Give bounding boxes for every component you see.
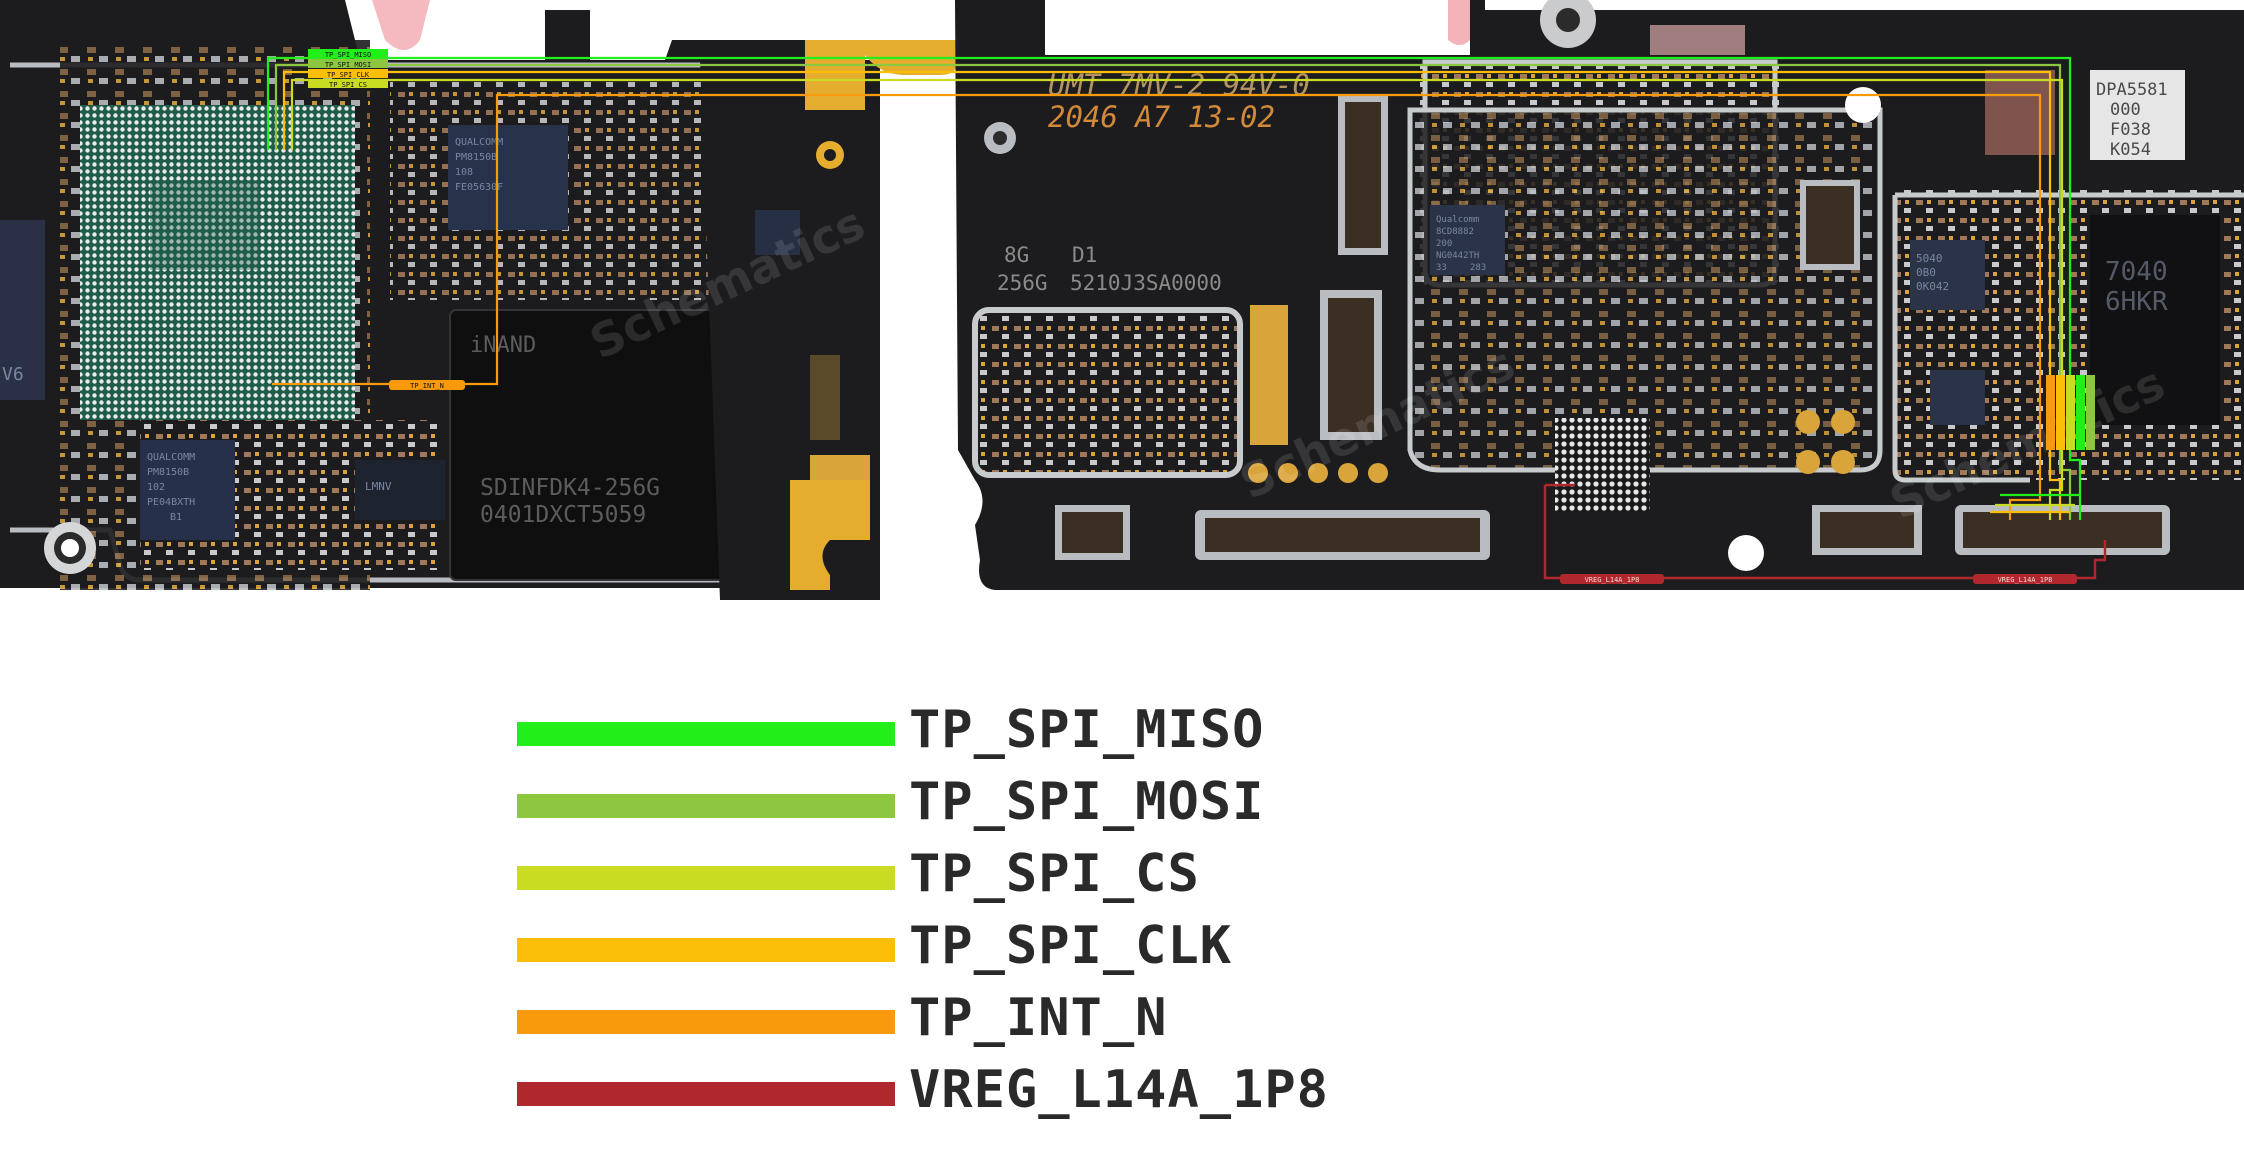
far-chip-line-1: 7040 [2105,257,2168,287]
trace-mosi [274,63,2072,520]
emmc-line-2: 0401DXCT5059 [480,502,646,528]
tag-int-n: TP_INT_N [410,382,444,390]
qcom-line-1: Qualcomm [1436,215,1479,225]
qcom-line-2: 8CD8882 [1436,227,1474,237]
silk-256g: 256G [997,271,1048,295]
tag-clk: TP_SPI_CLK [327,71,370,79]
trace-miso [266,56,2082,520]
soc-bga-footprint [80,105,355,420]
silk-umt: UMT 7MV-2 94V-0 [1048,68,1310,102]
far-chip-markings: 7040 6HKR [2105,257,2168,317]
tag-vreg-left: VREG_L14A_1P8 [1585,576,1640,584]
dpa-line-4: K054 [2110,140,2151,160]
silk-mem-codes: 8G D1 256G 5210J3SA0000 [997,243,1222,295]
left-edge-mark: V6 [2,364,24,385]
trace-vreg [1543,485,2107,580]
legend-swatch-mosi [517,794,895,818]
dpa-line-2: 000 [2110,100,2141,120]
pmic-line-3: 108 [455,167,473,178]
legend-swatch-cs [517,866,895,890]
pmic-left-line-2: PM8150B [147,467,189,478]
legend-item-clk: TP_SPI_CLK [517,916,1517,988]
legend: TP_SPI_MISO TP_SPI_MOSI TP_SPI_CS TP_SPI… [517,700,1517,1132]
trace-clk [282,70,2062,520]
tag-vreg-right: VREG_L14A_1P8 [1998,576,2053,584]
lmnv-mark: LMNV [365,480,392,493]
chip-small-line-3: 0K042 [1916,280,1949,293]
pcb-board-drawing: UMT 7MV-2 94V-0 2046 A7 13-02 8G D1 256G… [0,0,2244,600]
silk-date: 2046 A7 13-02 [1048,100,1275,134]
legend-item-mosi: TP_SPI_MOSI [517,772,1517,844]
silkscreen-text: UMT 7MV-2 94V-0 2046 A7 13-02 [1048,68,1310,134]
qcom-line-5: 33 [1436,263,1447,273]
legend-label-mosi: TP_SPI_MOSI [909,772,1265,832]
pmic-left-line-4: PE04BXTH [147,497,195,508]
pmic-left-line-5: B1 [170,512,182,523]
legend-swatch-int-n [517,1010,895,1034]
tag-miso: TP_SPI_MISO [325,51,371,59]
chip-small-line-1: 5040 [1916,252,1943,265]
legend-swatch-miso [517,722,895,746]
dpa-chip [2090,70,2185,160]
legend-label-miso: TP_SPI_MISO [909,700,1265,760]
pmic-markings: QUALCOMM PM8150B 108 FE05630F QUALCOMM P… [2,137,1949,523]
legend-label-vreg: VREG_L14A_1P8 [909,1060,1329,1120]
small-bga-footprint [1555,418,1650,513]
qcom-line-4: NG0442TH [1436,251,1479,261]
dpa-line-3: F038 [2110,120,2151,140]
legend-item-int-n: TP_INT_N [517,988,1517,1060]
emmc-brand: iNAND [470,333,536,358]
dpa-markings: DPA5581 000 F038 K054 [2096,80,2168,160]
chip-small-line-2: 0B0 [1916,266,1936,279]
legend-label-cs: TP_SPI_CS [909,844,1200,904]
pcb-board-photo: UMT 7MV-2 94V-0 2046 A7 13-02 8G D1 256G… [0,0,2244,600]
trace-int-n [272,93,2042,520]
legend-item-miso: TP_SPI_MISO [517,700,1517,772]
pmic-chip [448,125,568,230]
legend-item-cs: TP_SPI_CS [517,844,1517,916]
net-tags: TP_SPI_MISO TP_SPI_MOSI TP_SPI_CLK TP_SP… [308,49,2095,584]
left-board [0,0,880,600]
silk-mem-code: 5210J3SA0000 [1070,271,1222,295]
qcom-line-6: 283 [1470,263,1486,273]
pmic-left-chip [140,440,235,540]
legend-item-vreg: VREG_L14A_1P8 [517,1060,1517,1132]
pmic-line-1: QUALCOMM [455,137,503,148]
silk-d1: D1 [1072,243,1097,267]
tag-cs: TP_SPI_CS [329,81,367,89]
qcom-line-3: 200 [1436,239,1452,249]
far-chip-line-2: 6HKR [2105,287,2168,317]
emmc-markings: SDINFDK4-256G 0401DXCT5059 iNAND [470,333,660,528]
emmc-line-1: SDINFDK4-256G [480,475,660,501]
silk-8g: 8G [1004,243,1029,267]
legend-label-clk: TP_SPI_CLK [909,916,1233,976]
dpa-line-1: DPA5581 [2096,80,2168,100]
pmic-line-2: PM8150B [455,152,497,163]
pmic-left-line-3: 102 [147,482,165,493]
legend-swatch-clk [517,938,895,962]
pmic-line-4: FE05630F [455,182,503,193]
legend-label-int-n: TP_INT_N [909,988,1168,1048]
net-traces [266,56,2107,580]
pmic-left-line-1: QUALCOMM [147,452,195,463]
right-board [955,0,2244,590]
tag-mosi: TP_SPI_MOSI [325,61,371,69]
legend-swatch-vreg [517,1082,895,1106]
